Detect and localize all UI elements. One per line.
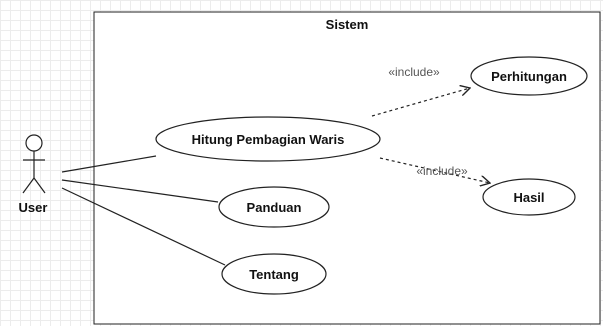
usecase-hasil-ellipse bbox=[482, 178, 576, 216]
usecase-hasil-label: Hasil bbox=[513, 190, 544, 205]
actor-head bbox=[25, 134, 43, 152]
actor-label: User bbox=[19, 200, 48, 215]
include-perhitungan-label: «include» bbox=[388, 65, 440, 79]
include-hasil-label: «include» bbox=[416, 164, 468, 178]
include-hasil-arrow[interactable] bbox=[379, 157, 490, 183]
usecase-panduan-ellipse bbox=[218, 186, 330, 228]
usecase-hitung-pembagian-waris[interactable]: Hitung Pembagian Waris bbox=[155, 116, 381, 162]
association-hitung[interactable] bbox=[61, 155, 157, 173]
usecase-perhitungan-label: Perhitungan bbox=[491, 69, 567, 84]
usecase-hasil[interactable]: Hasil bbox=[482, 178, 576, 216]
usecase-perhitungan[interactable]: Perhitungan bbox=[470, 56, 588, 96]
actor-left-leg bbox=[22, 177, 35, 194]
usecase-tentang[interactable]: Tentang bbox=[221, 253, 327, 295]
usecase-hitung-label: Hitung Pembagian Waris bbox=[192, 132, 345, 147]
usecase-panduan-label: Panduan bbox=[247, 200, 302, 215]
usecase-tentang-ellipse bbox=[221, 253, 327, 295]
system-title: Sistem bbox=[326, 17, 369, 32]
include-perhitungan-arrow[interactable] bbox=[371, 88, 470, 117]
association-tentang[interactable] bbox=[61, 187, 226, 266]
actor-right-leg bbox=[33, 177, 46, 194]
usecase-hitung-ellipse bbox=[155, 116, 381, 162]
usecase-panduan[interactable]: Panduan bbox=[218, 186, 330, 228]
usecase-tentang-label: Tentang bbox=[249, 267, 299, 282]
usecase-perhitungan-ellipse bbox=[470, 56, 588, 96]
association-panduan[interactable] bbox=[61, 179, 219, 203]
actor-user[interactable]: User bbox=[19, 134, 48, 215]
